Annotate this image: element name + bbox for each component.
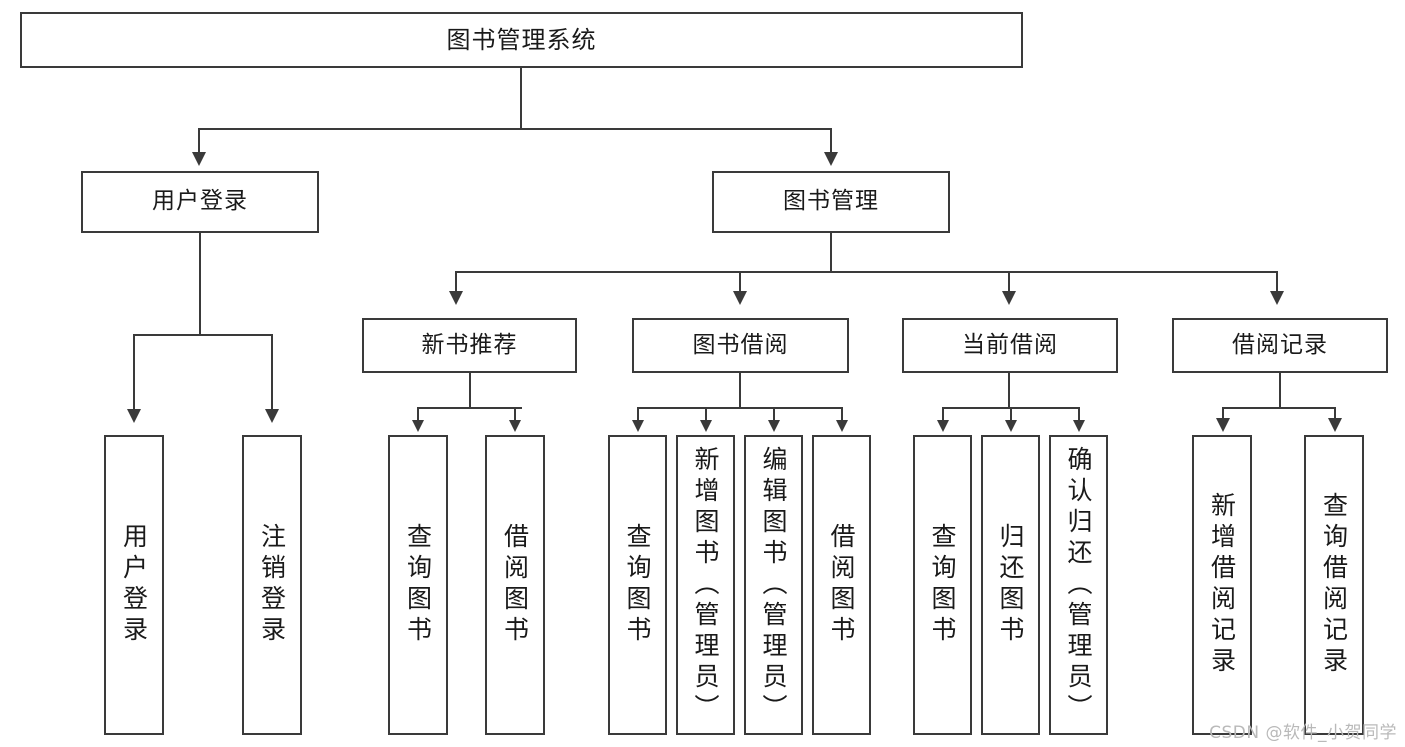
connector-book-borrow-bar: [637, 407, 841, 409]
connector-cb-c2: [1010, 407, 1012, 421]
arrow-root-to-user-login: [192, 152, 206, 166]
connector-bb-c2: [705, 407, 707, 421]
node-label: 查询借阅记录: [1319, 492, 1349, 678]
connector-user-login-bar: [133, 334, 271, 336]
node-new-book-recommend[interactable]: 新书推荐: [362, 318, 577, 373]
node-label: 归还图书: [996, 523, 1025, 647]
arrow-to-current-borrow: [1002, 291, 1016, 305]
connector-book-management-stem: [830, 233, 832, 273]
connector-bm-to-borrow-record: [1276, 271, 1278, 293]
connector-root-stem: [520, 68, 522, 129]
connector-book-borrow-stem: [739, 373, 741, 409]
arrow-to-leaf-confirm-return: [1073, 420, 1085, 432]
arrow-to-leaf-user-logout: [265, 409, 279, 423]
leaf-add-record[interactable]: 新增借阅记录: [1192, 435, 1252, 735]
leaf-borrow-book-2[interactable]: 借阅图书: [812, 435, 871, 735]
connector-current-borrow-stem: [1008, 373, 1010, 409]
node-root-system[interactable]: 图书管理系统: [20, 12, 1023, 68]
connector-bb-c1: [637, 407, 639, 421]
node-label: 确认归还（管理员）: [1064, 445, 1093, 725]
connector-borrow-record-stem: [1279, 373, 1281, 409]
leaf-query-book-3[interactable]: 查询图书: [913, 435, 972, 735]
connector-new-book-stem: [469, 373, 471, 409]
connector-root-bar: [198, 128, 832, 130]
leaf-confirm-return[interactable]: 确认归还（管理员）: [1049, 435, 1108, 735]
leaf-add-book[interactable]: 新增图书（管理员）: [676, 435, 735, 735]
connector-book-management-bar: [455, 271, 1276, 273]
arrow-to-leaf-add-record: [1216, 418, 1230, 432]
leaf-return-book[interactable]: 归还图书: [981, 435, 1040, 735]
leaf-query-record[interactable]: 查询借阅记录: [1304, 435, 1364, 735]
node-current-borrow[interactable]: 当前借阅: [902, 318, 1118, 373]
arrow-to-leaf-user-login: [127, 409, 141, 423]
connector-bb-c4: [841, 407, 843, 421]
leaf-user-logout[interactable]: 注销登录: [242, 435, 302, 735]
connector-root-to-user-login: [198, 128, 200, 155]
node-label: 借阅图书: [827, 523, 856, 647]
connector-new-book-c2: [514, 407, 516, 421]
node-label: 借阅图书: [500, 523, 530, 647]
connector-user-login-right: [271, 334, 273, 412]
node-label: 查询图书: [403, 523, 433, 647]
node-label: 借阅记录: [1232, 331, 1328, 358]
watermark: CSDN @软件_小贺同学: [1209, 723, 1397, 743]
arrow-root-to-book-management: [824, 152, 838, 166]
node-label: 新增图书（管理员）: [691, 445, 720, 725]
arrow-to-leaf-edit-book: [768, 420, 780, 432]
arrow-to-leaf-return-book: [1005, 420, 1017, 432]
leaf-query-book-2[interactable]: 查询图书: [608, 435, 667, 735]
node-label: 用户登录: [152, 188, 248, 215]
connector-bm-to-current-borrow: [1008, 271, 1010, 293]
arrow-to-leaf-query-book-3: [937, 420, 949, 432]
connector-new-book-bar: [417, 407, 522, 409]
node-label: 图书管理系统: [446, 25, 597, 54]
connector-user-login-left: [133, 334, 135, 412]
node-label: 注销登录: [257, 523, 287, 647]
connector-bb-c3: [773, 407, 775, 421]
arrow-to-leaf-add-book: [700, 420, 712, 432]
connector-cb-c1: [942, 407, 944, 421]
leaf-edit-book[interactable]: 编辑图书（管理员）: [744, 435, 803, 735]
connector-borrow-record-bar: [1222, 407, 1336, 409]
node-label: 查询图书: [623, 523, 652, 647]
node-user-login[interactable]: 用户登录: [81, 171, 319, 233]
node-label: 查询图书: [928, 523, 957, 647]
arrow-to-new-book-recommend: [449, 291, 463, 305]
node-label: 当前借阅: [962, 331, 1058, 358]
node-label: 编辑图书（管理员）: [759, 445, 788, 725]
leaf-user-login[interactable]: 用户登录: [104, 435, 164, 735]
node-label: 新增借阅记录: [1207, 492, 1237, 678]
arrow-to-book-borrow: [733, 291, 747, 305]
connector-bm-to-book-borrow: [739, 271, 741, 293]
node-book-borrow[interactable]: 图书借阅: [632, 318, 849, 373]
connector-br-c2: [1334, 407, 1336, 421]
connector-new-book-c1: [417, 407, 419, 421]
arrow-to-borrow-record: [1270, 291, 1284, 305]
node-book-management[interactable]: 图书管理: [712, 171, 950, 233]
arrow-to-leaf-borrow-book-2: [836, 420, 848, 432]
node-borrow-record[interactable]: 借阅记录: [1172, 318, 1388, 373]
node-label: 新书推荐: [421, 331, 518, 358]
node-label: 图书借阅: [692, 331, 789, 358]
connector-bm-to-new-book: [455, 271, 457, 293]
connector-br-c1: [1222, 407, 1224, 421]
arrow-to-leaf-query-book-1: [412, 420, 424, 432]
arrow-to-leaf-query-book-2: [632, 420, 644, 432]
node-label: 用户登录: [119, 523, 149, 647]
connector-user-login-stem: [199, 233, 201, 336]
connector-cb-c3: [1078, 407, 1080, 421]
leaf-query-book-1[interactable]: 查询图书: [388, 435, 448, 735]
arrow-to-leaf-query-record: [1328, 418, 1342, 432]
connector-root-to-book-management: [830, 128, 832, 155]
arrow-to-leaf-borrow-book-1: [509, 420, 521, 432]
leaf-borrow-book-1[interactable]: 借阅图书: [485, 435, 545, 735]
node-label: 图书管理: [783, 188, 879, 215]
